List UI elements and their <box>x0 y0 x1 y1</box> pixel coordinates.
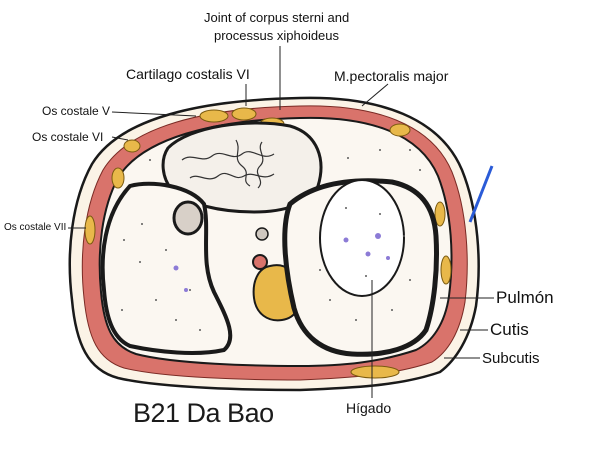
label-os-costale-vii: Os costale VII <box>4 222 67 233</box>
acupuncture-needle <box>468 165 494 223</box>
heart <box>172 200 204 236</box>
esophagus <box>255 227 269 241</box>
label-higado: Hígado <box>346 400 392 416</box>
subcutis-fat <box>84 107 452 379</box>
liver-lobe-circle <box>319 179 405 297</box>
label-os-costale-v: Os costale V <box>42 104 111 118</box>
tissue-speckle <box>121 149 421 331</box>
leader-lines <box>68 46 494 398</box>
stomach-content <box>181 139 275 189</box>
label-pulmon: Pulmón <box>496 288 554 307</box>
label-joint-line1: Joint of corpus sterni and <box>204 10 350 25</box>
label-joint-line2: processus xiphoideus <box>214 28 340 43</box>
label-cartilago: Cartilago costalis VI <box>126 66 250 82</box>
label-subcutis: Subcutis <box>482 350 540 367</box>
page-title: B21 Da Bao <box>133 398 274 428</box>
label-pectoralis: M.pectoralis major <box>334 68 449 84</box>
aorta <box>252 254 268 270</box>
label-cutis: Cutis <box>490 320 529 339</box>
vessels <box>173 233 390 292</box>
label-os-costale-vi: Os costale VI <box>32 130 104 144</box>
